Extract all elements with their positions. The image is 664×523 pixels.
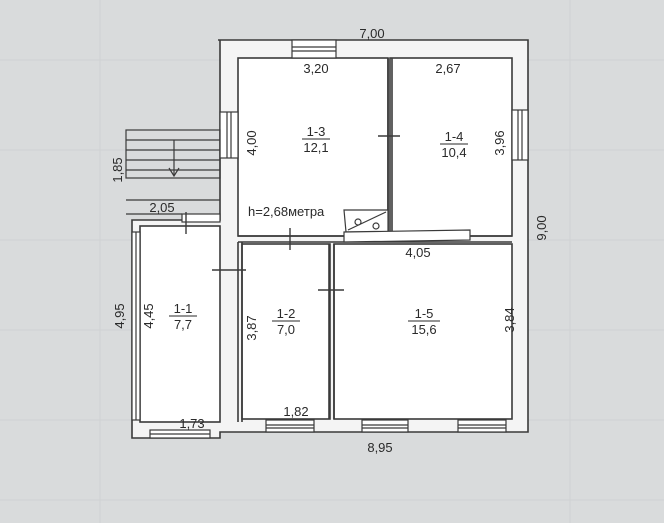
room-id: 1-3 (307, 124, 326, 139)
dim-room12-left: 3,87 (244, 315, 259, 340)
room-area: 12,1 (303, 140, 328, 155)
room-area: 7,0 (277, 322, 295, 337)
dim-room12-bottom: 1,82 (283, 404, 308, 419)
dim-mid-width: 4,05 (405, 245, 430, 260)
dim-room13-left: 4,00 (244, 130, 259, 155)
room-id: 1-1 (174, 301, 193, 316)
room-1-3: 1-3 12,1 (302, 124, 330, 155)
dim-annex-inner-left: 4,45 (141, 303, 156, 328)
dim-porch-top: 2,05 (149, 200, 174, 215)
dim-bottom-total: 8,95 (367, 440, 392, 455)
room-1-5: 1-5 15,6 (408, 306, 440, 337)
doors (185, 135, 400, 291)
room-area: 7,7 (174, 317, 192, 332)
room-id: 1-5 (415, 306, 434, 321)
dim-room14-top: 2,67 (435, 61, 460, 76)
room-1-4: 1-4 10,4 (440, 129, 468, 160)
dim-annex-bottom: 1,73 (179, 416, 204, 431)
dim-top-total: 7,00 (359, 26, 384, 41)
dim-right-total: 9,00 (534, 215, 549, 240)
room-1-2: 1-2 7,0 (272, 306, 300, 337)
windows (131, 39, 529, 439)
height-note: h=2,68метра (248, 204, 325, 219)
dimension-labels: 7,00 3,20 2,67 4,00 3,96 9,00 1,85 2,05 … (110, 26, 549, 455)
dim-room14-right: 3,96 (492, 130, 507, 155)
room-area: 10,4 (441, 145, 466, 160)
stove (343, 209, 471, 243)
room-id: 1-2 (277, 306, 296, 321)
room-area: 15,6 (411, 322, 436, 337)
room-1-1: 1-1 7,7 (169, 301, 197, 332)
dim-room15-right: 3,84 (502, 307, 517, 332)
room-id: 1-4 (445, 129, 464, 144)
room-labels: 1-3 12,1 1-4 10,4 1-1 7,7 1-2 7,0 1-5 15… (169, 124, 468, 337)
dim-stairs-left: 1,85 (110, 157, 125, 182)
dim-room13-top: 3,20 (303, 61, 328, 76)
dim-annex-outer-left: 4,95 (112, 303, 127, 328)
porch-stairs (125, 129, 221, 215)
